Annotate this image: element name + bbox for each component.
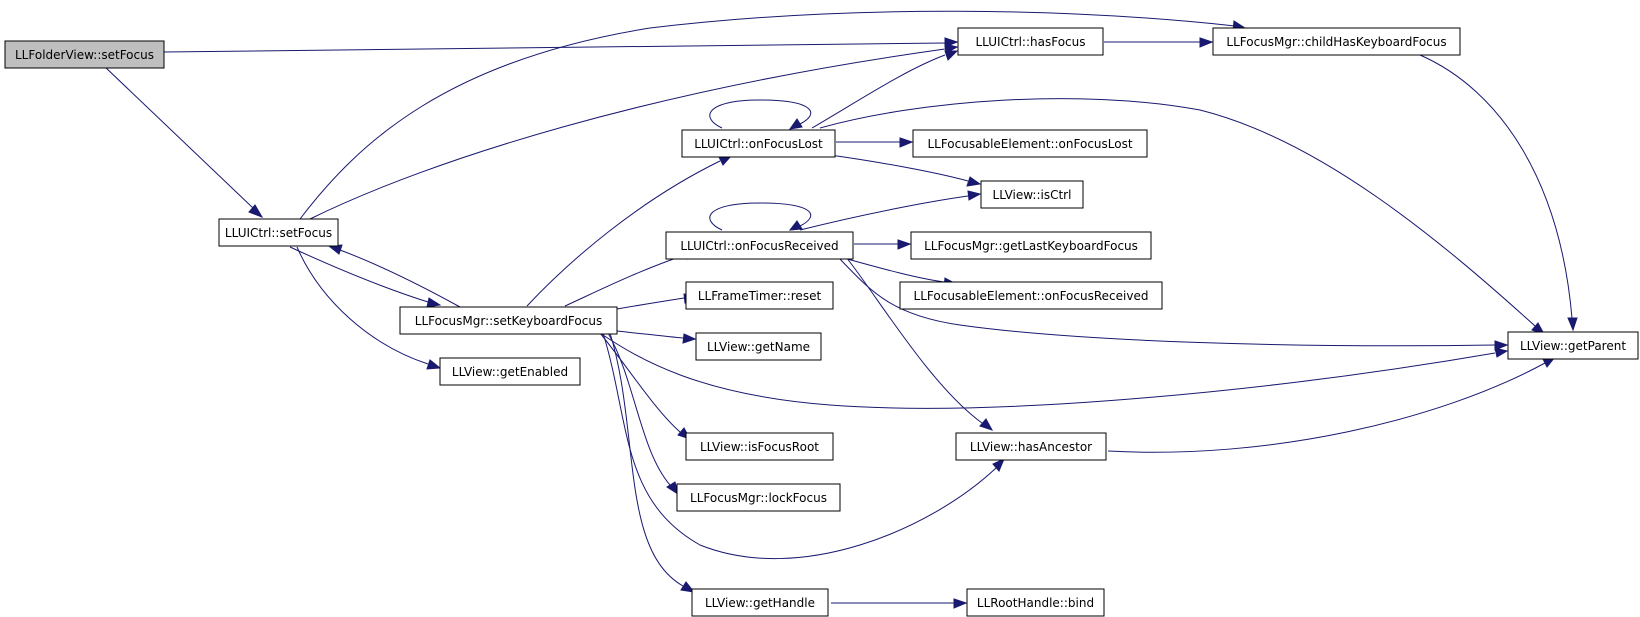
edge-setkeyboardfocus-to-onfocuslost [526, 160, 721, 307]
node-view-getenabled[interactable]: LLView::getEnabled [439, 357, 581, 386]
edge-onfocuslost-self-loop [709, 99, 812, 129]
node-focusmgr-getlastkeyboardfocus[interactable]: LLFocusMgr::getLastKeyboardFocus [910, 231, 1152, 260]
node-label: LLUICtrl::hasFocus [975, 35, 1085, 49]
arrowhead [1494, 347, 1509, 358]
node-label: LLUICtrl::onFocusLost [694, 137, 823, 151]
edge-onfocusreceived-self-loop [709, 202, 812, 231]
node-view-hasancestor[interactable]: LLView::hasAncestor [955, 432, 1107, 461]
arrowhead [680, 581, 696, 593]
node-uictrl-onfocusreceived[interactable]: LLUICtrl::onFocusReceived [665, 231, 854, 260]
arrowhead [992, 458, 1005, 472]
node-label: LLView::isFocusRoot [700, 440, 819, 454]
node-label: LLFocusableElement::onFocusLost [927, 137, 1132, 151]
node-focusableelement-onfocuslost[interactable]: LLFocusableElement::onFocusLost [912, 129, 1148, 158]
arrowhead [899, 137, 914, 148]
edge-uictrl-setfocus-to-getenabled [296, 246, 429, 365]
arrowhead [1567, 317, 1578, 332]
node-focusmgr-setkeyboardfocus[interactable]: LLFocusMgr::setKeyboardFocus [399, 306, 618, 335]
arrowhead [426, 297, 442, 308]
node-view-getname[interactable]: LLView::getName [695, 332, 822, 361]
node-label: LLFocusableElement::onFocusReceived [914, 289, 1149, 303]
arrowhead [1199, 37, 1214, 48]
edge-uictrl-setfocus-to-uictrl-hasfocus [309, 48, 946, 220]
edges [103, 10, 1578, 609]
edge-uictrl-setfocus-to-childhaskeyboardfocus [299, 10, 1236, 220]
arrowhead [979, 418, 994, 431]
arrowhead [788, 220, 803, 231]
arrowhead [1494, 340, 1509, 351]
edge-onfocusreceived-to-getparent [837, 256, 1496, 347]
node-label: LLUICtrl::onFocusReceived [680, 239, 838, 253]
node-uictrl-onfocuslost[interactable]: LLUICtrl::onFocusLost [681, 129, 836, 158]
edge-setkeyboardfocus-to-frametimer-reset [616, 297, 685, 310]
edge-hasancestor-to-getparent [1107, 362, 1546, 453]
node-focusmgr-lockfocus[interactable]: LLFocusMgr::lockFocus [676, 483, 841, 512]
node-label: LLFocusMgr::lockFocus [690, 491, 827, 505]
edge-onfocuslost-to-getparent [819, 98, 1536, 327]
node-label: LLView::hasAncestor [970, 440, 1092, 454]
node-label: LLFrameTimer::reset [698, 289, 822, 303]
arrowhead [426, 359, 442, 370]
arrowhead [967, 190, 982, 201]
edge-setkeyboardfocus-to-uictrl-setfocus [339, 249, 461, 308]
edge-setkeyboardfocus-to-isfocusroot [599, 332, 681, 433]
node-view-isctrl[interactable]: LLView::isCtrl [980, 180, 1084, 209]
node-uictrl-setfocus[interactable]: LLUICtrl::setFocus [218, 218, 339, 247]
node-frametimer-reset[interactable]: LLFrameTimer::reset [685, 281, 834, 310]
edge-onfocusreceived-to-focusable-onfocusreceived [839, 256, 945, 283]
edge-setkeyboardfocus-to-getparent [599, 332, 1496, 409]
node-label: LLView::getEnabled [452, 365, 568, 379]
arrowhead [953, 598, 968, 609]
node-label: LLFolderView::setFocus [15, 48, 154, 62]
arrowhead [897, 239, 912, 250]
arrowhead [248, 204, 264, 218]
edge-onfocusreceived-to-isctrl [799, 195, 969, 231]
edge-setkeyboardfocus-to-hasancestor [602, 332, 997, 559]
edge-onfocuslost-to-hasfocus [811, 54, 946, 129]
edge-setkeyboardfocus-to-getname [616, 330, 684, 339]
node-label: LLRootHandle::bind [977, 596, 1094, 610]
edge-setkeyboardfocus-to-gethandle [609, 332, 684, 587]
node-uictrl-hasfocus[interactable]: LLUICtrl::hasFocus [957, 27, 1104, 56]
node-label: LLView::getParent [1520, 339, 1626, 353]
node-roothandle-bind[interactable]: LLRootHandle::bind [966, 588, 1105, 617]
arrowhead [944, 50, 959, 61]
node-label: LLFocusMgr::setKeyboardFocus [415, 314, 602, 328]
edge-folderview-setfocus-to-uictrl-setfocus [103, 65, 254, 209]
edge-folderview-setfocus-to-uictrl-hasfocus [163, 42, 946, 53]
arrowhead [788, 118, 803, 130]
node-view-gethandle[interactable]: LLView::getHandle [691, 588, 829, 617]
edge-setkeyboardfocus-to-lockfocus [607, 332, 671, 486]
node-focusmgr-childhaskeyboardfocus[interactable]: LLFocusMgr::childHasKeyboardFocus [1212, 27, 1461, 56]
edge-setkeyboardfocus-to-onfocusreceived [564, 254, 686, 307]
node-view-isfocusroot[interactable]: LLView::isFocusRoot [685, 432, 834, 461]
edge-childhaskeyboardfocus-to-getparent [1419, 54, 1573, 319]
arrowhead [966, 176, 982, 187]
edge-uictrl-setfocus-to-setkeyboardfocus [289, 246, 429, 303]
node-label: LLView::getHandle [705, 596, 815, 610]
nodes: LLFolderView::setFocus LLUICtrl::setFocu… [4, 27, 1639, 617]
arrowhead [682, 333, 697, 344]
node-folderview-setfocus[interactable]: LLFolderView::setFocus [4, 40, 165, 69]
node-label: LLFocusMgr::getLastKeyboardFocus [924, 239, 1138, 253]
edge-onfocusreceived-to-hasancestor [845, 256, 983, 424]
node-view-getparent[interactable]: LLView::getParent [1507, 331, 1639, 360]
node-label: LLView::getName [707, 340, 810, 354]
edge-onfocuslost-to-isctrl [829, 154, 969, 182]
node-label: LLFocusMgr::childHasKeyboardFocus [1226, 35, 1446, 49]
node-focusableelement-onfocusreceived[interactable]: LLFocusableElement::onFocusReceived [899, 281, 1163, 310]
node-label: LLUICtrl::setFocus [225, 226, 332, 240]
node-label: LLView::isCtrl [993, 188, 1072, 202]
